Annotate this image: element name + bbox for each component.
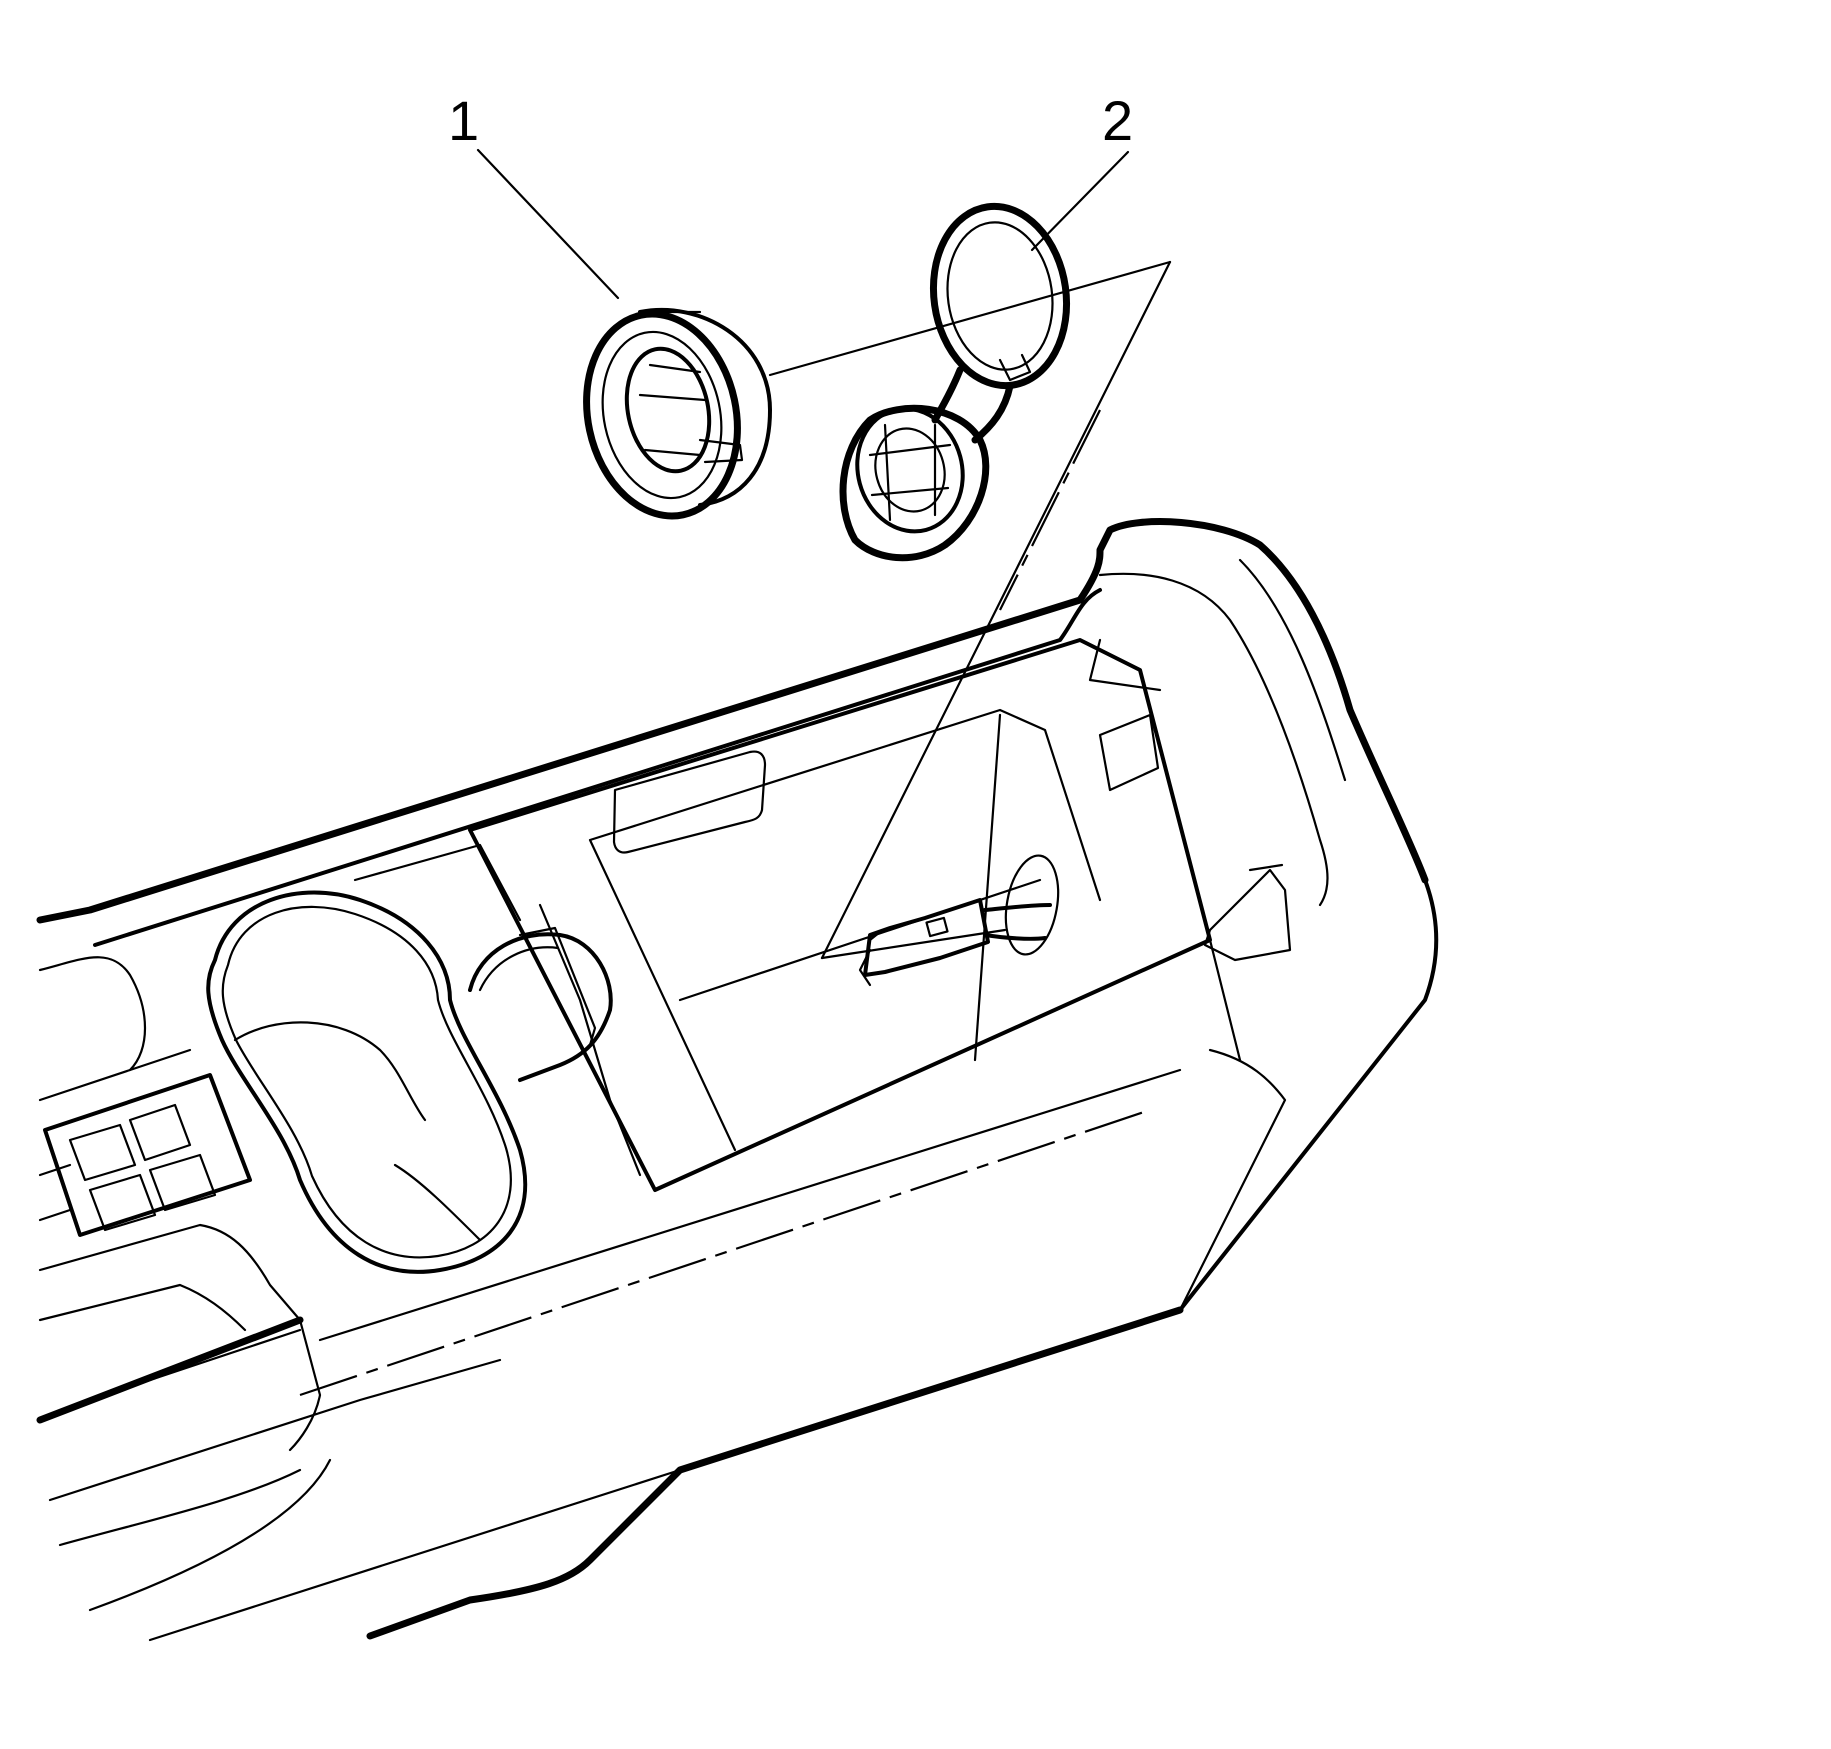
wire-harness-connector bbox=[858, 854, 1060, 987]
wire-harness bbox=[983, 903, 1052, 941]
cup-holder-outline bbox=[206, 890, 528, 1274]
console-top-edge bbox=[36, 518, 1429, 924]
console-rear-edge bbox=[1178, 878, 1439, 1312]
switch-button bbox=[88, 1173, 157, 1232]
callout-1: 1 bbox=[448, 89, 620, 300]
electrical-connector bbox=[863, 898, 990, 977]
callout-1-leader bbox=[476, 148, 620, 300]
receptacle-collar bbox=[638, 307, 772, 507]
console-bottom-edge bbox=[366, 1306, 1184, 1640]
retainer-socket bbox=[839, 404, 990, 562]
switch-button bbox=[148, 1153, 217, 1212]
assembly-lines bbox=[768, 260, 1172, 960]
receptacle-flange bbox=[583, 310, 741, 520]
center-console bbox=[36, 518, 1439, 1642]
switch-button bbox=[68, 1123, 137, 1182]
bin-latch-tab bbox=[612, 750, 767, 854]
callout-1-label: 1 bbox=[448, 89, 479, 152]
receptacle-bore bbox=[624, 346, 712, 474]
switch-button bbox=[128, 1103, 192, 1162]
switch-bank-panel bbox=[43, 1073, 252, 1237]
wire-pass-through-hole bbox=[1004, 854, 1060, 956]
switch-bank bbox=[38, 1073, 252, 1237]
callout-2-label: 2 bbox=[1102, 89, 1133, 152]
storage-bin-opening bbox=[468, 638, 1212, 1192]
cup-holders bbox=[206, 843, 642, 1274]
outlet-retainer bbox=[839, 202, 1071, 562]
callout-2: 2 bbox=[1030, 89, 1133, 252]
outlet-receptacle bbox=[583, 307, 772, 520]
